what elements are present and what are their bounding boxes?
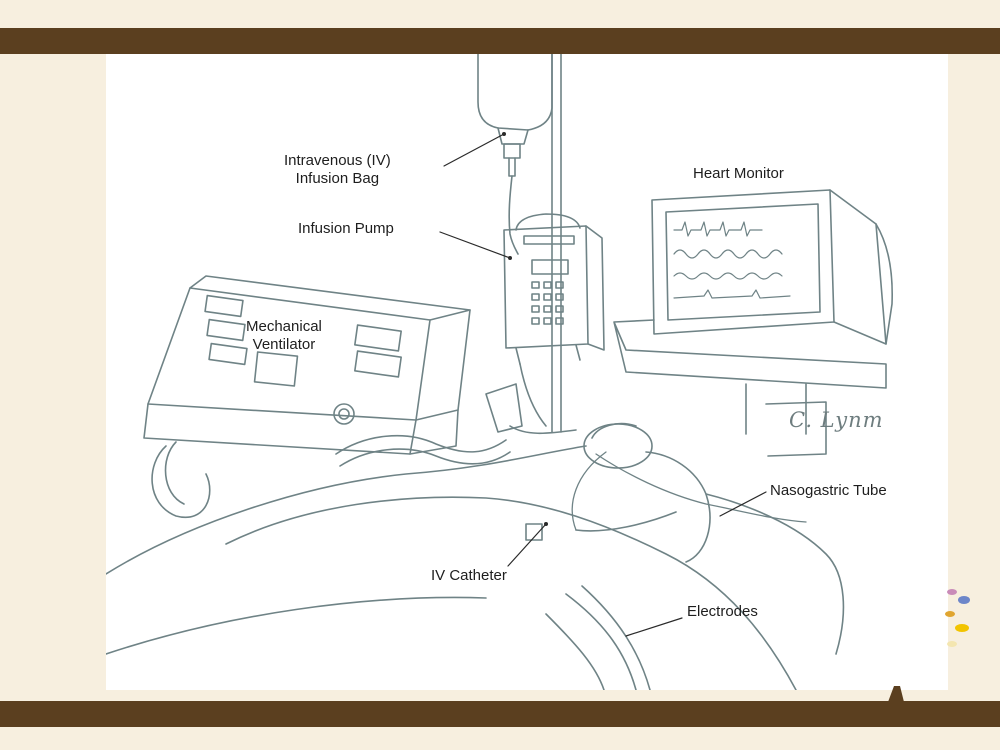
decorative-tab-marker — [888, 686, 904, 702]
pump-keypad — [531, 281, 564, 325]
label-infusion-pump: Infusion Pump — [298, 220, 394, 237]
patient-and-bed — [106, 422, 845, 690]
artist-signature: C. Lynm — [789, 408, 884, 432]
label-heart-monitor: Heart Monitor — [693, 165, 784, 182]
paint-dab-blue — [958, 596, 970, 604]
top-frame-band — [0, 28, 1000, 54]
paint-dab-orange — [945, 611, 955, 617]
ventilator-drawing — [143, 275, 471, 455]
paint-dab-yellow — [955, 624, 969, 632]
paint-dab-cream — [947, 641, 957, 647]
label-iv-infusion-bag: Intravenous (IV) Infusion Bag — [284, 152, 391, 187]
paint-dab-pink — [947, 589, 957, 595]
ventilator-tubing — [151, 383, 577, 519]
iv-bag-drawing — [477, 54, 553, 255]
infusion-pump-drawing — [503, 213, 605, 427]
tab-marker-shape — [888, 686, 904, 702]
decorative-paint-dabs — [945, 589, 970, 647]
iv-pole — [551, 54, 562, 433]
nasogastric-tube-drawing — [571, 451, 807, 531]
leader-lines — [439, 133, 767, 637]
label-mechanical-ventilator: Mechanical Ventilator — [246, 318, 322, 353]
label-electrodes: Electrodes — [687, 603, 758, 620]
icu-sketch — [106, 54, 893, 690]
monitor-waveforms — [673, 221, 791, 299]
bottom-frame-band — [0, 701, 1000, 727]
leader-dots — [502, 132, 548, 526]
label-iv-catheter: IV Catheter — [431, 567, 507, 584]
heart-monitor-drawing — [613, 189, 893, 457]
label-nasogastric-tube: Nasogastric Tube — [770, 482, 887, 499]
illustration-panel: Intravenous (IV) Infusion Bag Heart Moni… — [106, 54, 948, 690]
